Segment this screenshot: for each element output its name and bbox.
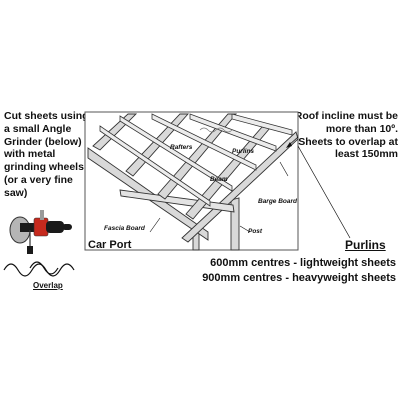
rafter bbox=[125, 113, 190, 177]
angle-grinder-icon bbox=[9, 210, 72, 254]
fascia-board-label: Fascia Board bbox=[104, 225, 145, 232]
beam-label: Beam bbox=[210, 176, 228, 183]
arrow-head bbox=[286, 142, 292, 148]
rafters-label: Rafters bbox=[170, 144, 193, 151]
purlins-spacing-light: 600mm centres - lightweight sheets bbox=[210, 257, 396, 269]
leader-line bbox=[239, 225, 251, 233]
purlin bbox=[119, 115, 233, 192]
barge-board bbox=[181, 131, 299, 243]
purlins-label: Purlins bbox=[232, 148, 255, 155]
carport-label: Car Port bbox=[88, 239, 132, 251]
purlins-leader bbox=[297, 145, 351, 239]
barge-board-label: Barge Board bbox=[258, 198, 298, 205]
purlin bbox=[99, 125, 211, 207]
purlins-title: Purlins bbox=[345, 238, 386, 252]
overlap-label: Overlap bbox=[33, 281, 63, 290]
post-label: Post bbox=[248, 228, 263, 235]
overlap-profile-icon bbox=[3, 261, 75, 277]
leader-line bbox=[279, 161, 289, 177]
beam bbox=[119, 189, 235, 213]
purlin bbox=[231, 113, 293, 136]
incline-note: Roof incline must be more than 10º. Shee… bbox=[294, 110, 398, 161]
leader-line bbox=[149, 217, 161, 233]
purlin bbox=[189, 113, 277, 152]
purlin bbox=[151, 113, 257, 171]
purlins-spacing-heavy: 900mm centres - heavyweight sheets bbox=[202, 272, 396, 284]
roof-sheet-edge bbox=[199, 127, 233, 133]
cutting-note: Cut sheets using a small Angle Grinder (… bbox=[4, 110, 89, 199]
